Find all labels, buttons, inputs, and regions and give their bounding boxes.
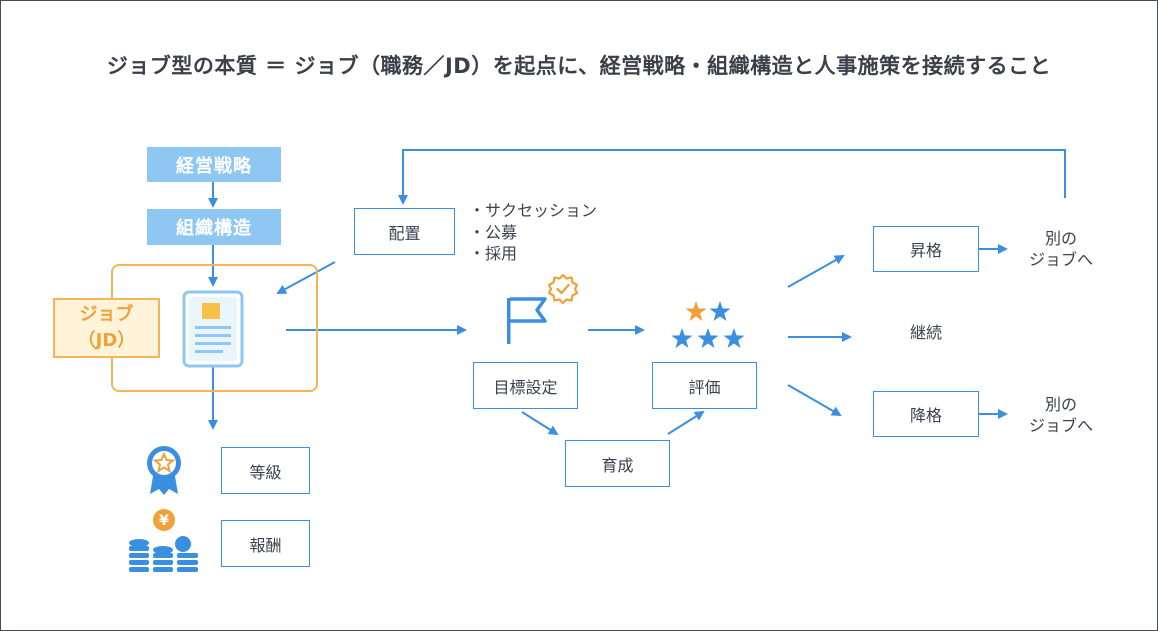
- placement-bullet-2: ・公募: [469, 223, 518, 242]
- arrow-development-to-evaluation: [667, 410, 705, 435]
- other-job-1-line1: 別の: [1044, 229, 1077, 248]
- goal-setting-box: 目標設定: [473, 362, 578, 409]
- placement-label: 配置: [388, 223, 421, 243]
- arrow-evaluation-to-promotion: [787, 255, 845, 288]
- compensation-box: 報酬: [221, 520, 310, 567]
- other-job-2-line1: 別の: [1044, 395, 1077, 414]
- document-icon: [182, 290, 244, 368]
- stars-icon: [671, 301, 745, 348]
- arrow-placement-to-job: [276, 261, 336, 294]
- other-job-1-line2: ジョブへ: [1028, 250, 1093, 269]
- evaluation-box: 評価: [652, 362, 757, 409]
- structure-label: 組織構造: [176, 218, 252, 239]
- grade-box: 等級: [221, 447, 310, 494]
- demotion-label: 降格: [909, 406, 942, 425]
- compensation-label: 報酬: [249, 535, 282, 555]
- placement-bullet-1: ・サクセッション: [469, 201, 598, 220]
- job-label-line1: ジョブ: [79, 304, 134, 325]
- goal-setting-label: 目標設定: [493, 377, 558, 397]
- flag-icon: [507, 297, 547, 344]
- development-box: 育成: [565, 440, 670, 487]
- placement-bullet-3: ・採用: [469, 244, 518, 263]
- other-job-label-1: 別の ジョブへ: [1016, 228, 1106, 270]
- development-label: 育成: [601, 455, 634, 475]
- strategy-box: 経営戦略: [147, 147, 281, 182]
- award-medal-icon: [147, 446, 181, 495]
- placement-box: 配置: [354, 208, 455, 255]
- badge-check-icon: [547, 273, 579, 305]
- demotion-box: 降格: [873, 391, 979, 437]
- arrow-feedback-to-placement: [398, 149, 1066, 205]
- structure-box: 組織構造: [147, 209, 281, 245]
- strategy-label: 経営戦略: [176, 155, 252, 177]
- continuation-label: 継続: [909, 323, 942, 342]
- svg-text:¥: ¥: [159, 513, 169, 529]
- page-title: ジョブ型の本質 ＝ ジョブ（職務／JD）を起点に、経営戦略・組織構造と人事施策を…: [106, 54, 1052, 78]
- arrow-evaluation-to-demotion: [787, 384, 842, 416]
- promotion-box: 昇格: [873, 226, 979, 272]
- job-label-line2: （JD）: [77, 330, 136, 351]
- other-job-2-line2: ジョブへ: [1028, 416, 1093, 435]
- evaluation-label: 評価: [688, 377, 721, 397]
- grade-label: 等級: [249, 462, 282, 482]
- arrow-goal-to-development: [521, 411, 559, 436]
- promotion-label: 昇格: [909, 241, 942, 260]
- other-job-label-2: 別の ジョブへ: [1016, 394, 1106, 436]
- job-box: ジョブ （JD）: [53, 298, 160, 358]
- coins-yen-icon: ¥: [129, 509, 198, 572]
